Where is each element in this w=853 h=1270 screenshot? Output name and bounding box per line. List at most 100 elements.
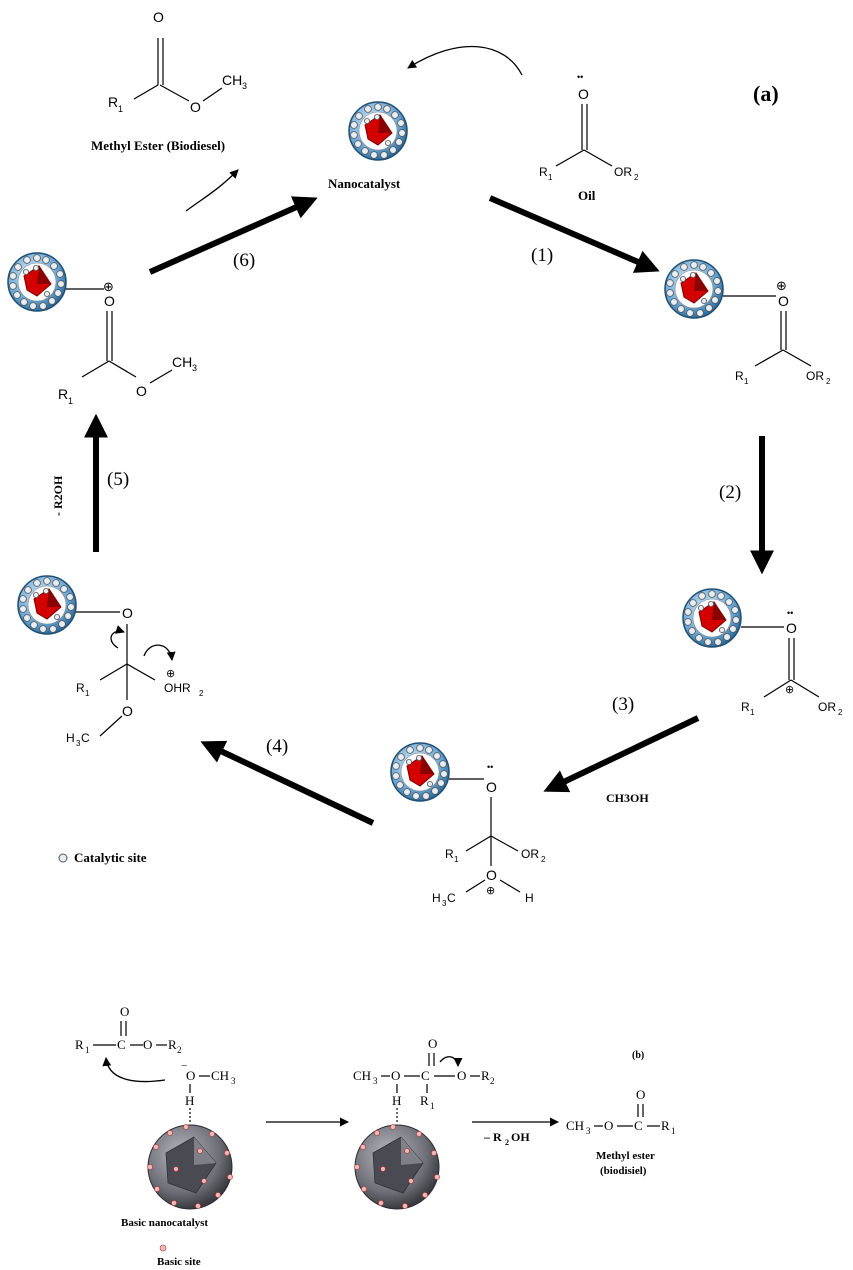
svg-text:O: O: [153, 9, 164, 25]
svg-text:O: O: [143, 1037, 152, 1052]
svg-text:3: 3: [231, 1076, 236, 1086]
step-6-label: (6): [233, 250, 255, 271]
step-1-label: (1): [531, 245, 553, 266]
svg-text:O: O: [136, 383, 147, 399]
svg-text:3: 3: [76, 739, 81, 748]
catalytic-site-legend: Catalytic site: [58, 850, 147, 865]
oil-uptake-arrow: [407, 45, 523, 76]
svg-text:R: R: [539, 165, 548, 179]
svg-text:CH: CH: [172, 354, 192, 370]
svg-text:H: H: [525, 891, 534, 905]
svg-text:O: O: [457, 1068, 466, 1083]
product-release-arrow: [185, 169, 239, 212]
svg-text:O: O: [636, 1087, 645, 1102]
svg-text:3: 3: [373, 1076, 378, 1086]
svg-text:C: C: [117, 1037, 126, 1052]
step-5-label: (5): [107, 469, 129, 490]
tetrahedral-intermediate-complex: O R 1 ⊕ OHR 2 O H 3 C: [17, 575, 204, 748]
ester-substrate: O R 1 C O R 2: [75, 1004, 182, 1055]
basic-nanocatalyst-sphere: [146, 1123, 234, 1210]
panel-b-label: (b): [632, 1050, 644, 1061]
svg-text:O: O: [391, 1068, 400, 1083]
r2oh-release-label: - R2OH: [51, 475, 65, 516]
svg-text:R: R: [108, 94, 118, 110]
svg-text:3: 3: [586, 1126, 591, 1136]
svg-text:R: R: [75, 1037, 84, 1052]
methyl-ester-product: CH 3 O C O R 1: [566, 1087, 676, 1136]
svg-text:1: 1: [430, 1101, 435, 1111]
svg-text:O: O: [120, 1004, 129, 1019]
catalytic-site-label: Catalytic site: [74, 850, 147, 865]
svg-text:⊕: ⊕: [486, 885, 495, 897]
svg-text:OHR: OHR: [164, 681, 191, 695]
methyl-ester-complex: ⊕ O R 1 O CH 3: [7, 252, 197, 406]
methoxide-adsorbed: − O CH 3 H: [181, 1060, 236, 1124]
tetrahedral-intermediate-b: CH 3 O C O O R 2 R 1 H: [353, 1036, 495, 1124]
svg-text:OR: OR: [806, 369, 824, 383]
oil-label: Oil: [578, 188, 596, 203]
nanocatalyst-particle: [348, 101, 408, 161]
svg-text:1: 1: [671, 1126, 676, 1136]
svg-text:2: 2: [838, 708, 843, 717]
svg-text:R: R: [741, 700, 750, 714]
svg-text:R: R: [420, 1093, 429, 1108]
nanocatalyst-label: Nanocatalyst: [328, 176, 401, 191]
step-2-label: (2): [719, 482, 741, 503]
svg-text:1: 1: [548, 173, 553, 182]
svg-text:O: O: [778, 293, 789, 309]
basic-site-label: Basic site: [157, 1256, 201, 1268]
carbocation-complex: •• O ⊕ R 1 OR 2: [682, 588, 843, 717]
svg-text:2: 2: [490, 1076, 495, 1086]
svg-text:R: R: [168, 1037, 177, 1052]
svg-text:OR: OR: [521, 847, 539, 861]
oil-structure: •• O R 1 OR 2: [539, 72, 639, 182]
svg-text:O: O: [122, 703, 133, 719]
svg-text:R: R: [661, 1118, 670, 1133]
svg-text:O: O: [486, 779, 497, 795]
svg-text:−: −: [181, 1060, 187, 1072]
adsorbed-oil-complex: ⊕ O R 1 OR 2: [664, 259, 831, 386]
methanol-label: CH3OH: [606, 791, 649, 805]
svg-text:– R: – R: [483, 1130, 502, 1144]
catalytic-site-icon: [58, 853, 68, 863]
svg-text:••: ••: [487, 762, 493, 772]
svg-text:CH: CH: [211, 1068, 229, 1083]
svg-text:R: R: [445, 847, 454, 861]
nucleophilic-attack-arrow: [102, 1057, 166, 1083]
basic-site-icon: [159, 1244, 167, 1252]
svg-text:O: O: [190, 99, 201, 115]
svg-text:OH: OH: [511, 1130, 530, 1144]
methyl-ester-b-label-line2: (biodisiel): [600, 1165, 647, 1177]
basic-nanocatalyst-sphere-2: [353, 1123, 441, 1210]
svg-text:3: 3: [192, 363, 197, 373]
svg-text:R: R: [481, 1068, 490, 1083]
svg-text:2: 2: [541, 855, 546, 864]
svg-text:O: O: [578, 86, 589, 102]
svg-text:OR: OR: [614, 165, 632, 179]
svg-text:⊕: ⊕: [776, 278, 787, 293]
step-1-arrow: [488, 195, 660, 273]
svg-text:CH: CH: [353, 1068, 371, 1083]
svg-text:2: 2: [177, 1045, 182, 1055]
methyl-ester-b-label-line1: Methyl ester: [596, 1150, 655, 1162]
svg-text:C: C: [421, 1068, 430, 1083]
step-6-arrow: [148, 196, 318, 275]
svg-text:3: 3: [442, 899, 447, 908]
svg-text:O: O: [122, 605, 133, 621]
svg-text:••: ••: [577, 72, 583, 82]
panel-a-label: (a): [753, 81, 779, 106]
svg-text:2: 2: [199, 689, 204, 698]
svg-text:⊕: ⊕: [785, 684, 794, 696]
svg-text:O: O: [604, 1118, 613, 1133]
svg-text:1: 1: [85, 1045, 90, 1055]
svg-text:3: 3: [242, 81, 247, 91]
minus-r2oh-label: – R 2 OH: [483, 1130, 530, 1147]
svg-text:C: C: [634, 1118, 643, 1133]
svg-text:C: C: [447, 891, 456, 905]
svg-text:H: H: [66, 731, 75, 745]
svg-text:CH: CH: [222, 72, 242, 88]
svg-text:H: H: [392, 1093, 401, 1108]
svg-text:R: R: [735, 369, 744, 383]
methyl-ester-label: Methyl Ester (Biodiesel): [91, 138, 225, 153]
